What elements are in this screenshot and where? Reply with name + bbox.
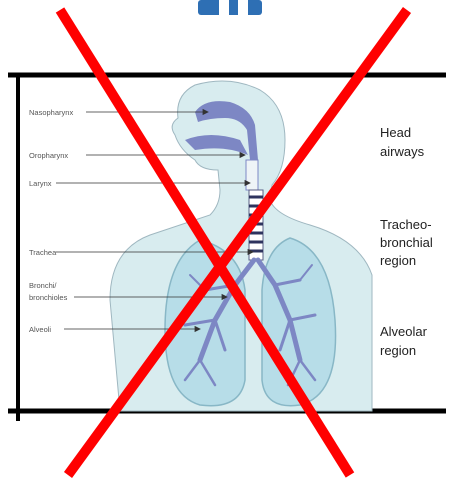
label-larynx: Larynx xyxy=(29,179,52,188)
larynx xyxy=(246,160,258,190)
region-tracheo-line2: bronchial xyxy=(380,235,433,250)
region-head-line1: Head xyxy=(380,125,411,140)
region-alveolar-line1: Alveolar xyxy=(380,324,428,339)
region-head-line2: airways xyxy=(380,144,425,159)
label-oropharynx: Oropharynx xyxy=(29,151,68,160)
label-bronchioles: bronchioles xyxy=(29,293,68,302)
top-partial-icon xyxy=(198,0,262,15)
label-bronchi: Bronchi/ xyxy=(29,281,57,290)
region-tracheo-line1: Tracheo- xyxy=(380,217,432,232)
region-alveolar-line2: region xyxy=(380,343,416,358)
label-nasopharynx: Nasopharynx xyxy=(29,108,73,117)
region-tracheo-line3: region xyxy=(380,253,416,268)
label-trachea: Trachea xyxy=(29,248,57,257)
label-alveoli: Alveoli xyxy=(29,325,51,334)
